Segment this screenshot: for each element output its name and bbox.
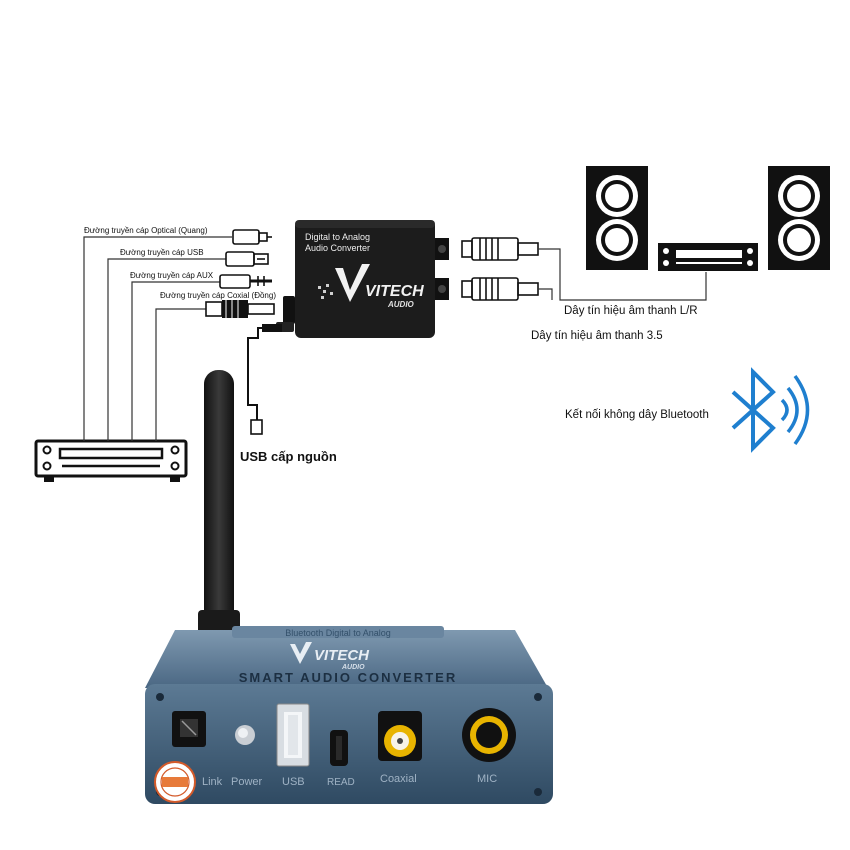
device-v-logo-icon: [290, 642, 312, 664]
label-usb-input: Đường truyền cáp USB: [120, 248, 204, 257]
seal-stamp-icon: [154, 761, 196, 803]
label-35-signal: Dây tín hiệu âm thanh 3.5: [531, 330, 663, 342]
output-lines: [538, 248, 707, 301]
label-lr-signal: Dây tín hiệu âm thanh L/R: [564, 305, 698, 317]
converter-brand: VITECH: [365, 283, 424, 300]
label-aux: Đường truyền cáp AUX: [130, 271, 214, 280]
bluetooth-icon: [731, 367, 810, 453]
rca-jacks: [435, 238, 449, 300]
device-brand-sub: AUDIO: [341, 664, 365, 671]
label-coaxial: Đường truyền cáp Coxial (Đồng): [160, 291, 276, 300]
port-link-icon: [172, 711, 206, 747]
port-label-read: READ: [327, 777, 355, 788]
converter-brand-sub: AUDIO: [387, 300, 415, 309]
port-label-mic: MIC: [477, 773, 497, 785]
right-speaker-icon: [768, 166, 830, 270]
port-label-usb: USB: [282, 776, 305, 788]
port-mic-icon: [462, 708, 516, 762]
device-brand: VITECH: [314, 647, 370, 664]
device-top-text: Bluetooth Digital to Analog: [285, 628, 391, 638]
usb-power-cable: [247, 324, 282, 435]
port-coaxial-icon: [378, 711, 422, 761]
device-top-label-plate: [232, 626, 444, 638]
port-power-led-icon: [235, 725, 255, 745]
port-read-icon: [330, 730, 348, 766]
left-speaker-icon: [586, 166, 648, 270]
rca-plug-upper-icon: [461, 237, 539, 261]
label-optical: Đường truyền cáp Optical (Quang): [84, 226, 208, 235]
vitech-logo-icon: [335, 264, 370, 302]
converter-box: Digital to Analog Audio Converter VITECH…: [295, 220, 435, 338]
label-bluetooth: Kết nối không dây Bluetooth: [565, 409, 709, 421]
input-lines: [83, 236, 232, 441]
device-model: SMART AUDIO CONVERTER: [239, 670, 457, 685]
converter-text-line2: Audio Converter: [305, 243, 370, 253]
rca-plug-lower-icon: [461, 277, 539, 301]
converter-text-line1: Digital to Analog: [305, 232, 370, 242]
amplifier-icon: [658, 243, 758, 271]
aux-plug-icon: [219, 274, 272, 289]
usb-plug-icon: [225, 251, 269, 267]
port-label-power: Power: [231, 776, 263, 788]
coaxial-plug-icon: [205, 300, 275, 318]
port-label-link: Link: [202, 776, 223, 788]
port-usb-icon: [276, 703, 310, 767]
label-usb-power: USB cấp nguồn: [240, 449, 337, 464]
source-player-icon: [34, 439, 188, 482]
device-top: [145, 630, 548, 688]
antenna: [198, 370, 240, 634]
device-front-panel: [145, 684, 553, 804]
optical-plug-icon: [232, 229, 272, 245]
port-label-coaxial: Coaxial: [380, 773, 417, 785]
